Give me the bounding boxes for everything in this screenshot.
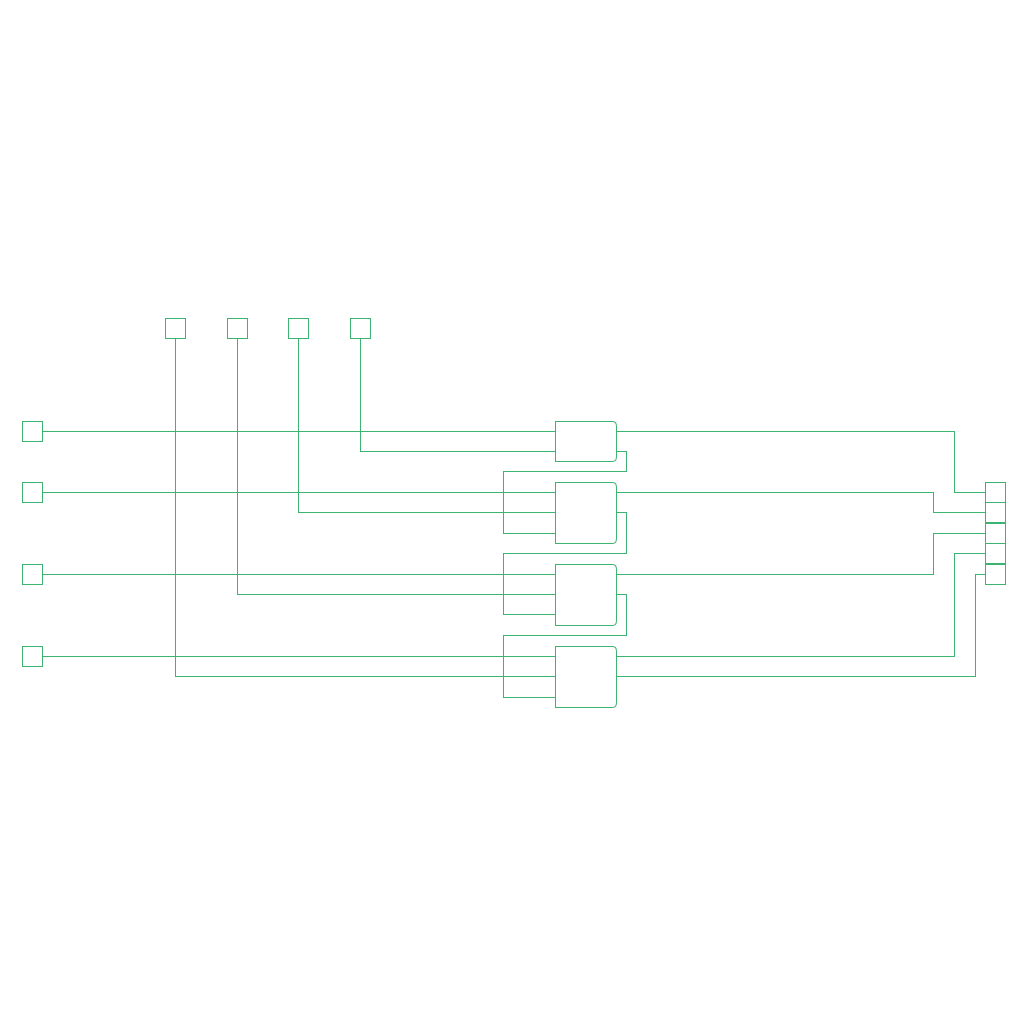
- logic-gate: [555, 482, 617, 544]
- wire: [175, 338, 556, 677]
- output-wire: [616, 431, 986, 493]
- top-input-terminal: [165, 318, 186, 339]
- logic-gate: [555, 564, 617, 626]
- output-wire: [616, 553, 986, 657]
- wire: [237, 338, 556, 595]
- carry-wire: [503, 512, 627, 615]
- output-wire: [616, 492, 986, 513]
- output-pin: [985, 482, 1006, 503]
- output-wire: [616, 533, 986, 575]
- left-input-terminal: [22, 421, 43, 442]
- left-input-terminal: [22, 646, 43, 667]
- logic-gate: [555, 421, 617, 462]
- output-pin: [985, 564, 1006, 585]
- output-pin: [985, 543, 1006, 564]
- wire: [360, 338, 556, 452]
- top-input-terminal: [288, 318, 309, 339]
- carry-wire: [503, 594, 627, 698]
- output-pin: [985, 523, 1006, 544]
- output-pin: [985, 502, 1006, 523]
- left-input-terminal: [22, 564, 43, 585]
- output-wire: [616, 574, 986, 677]
- logic-gate: [555, 646, 617, 708]
- carry-wire: [503, 451, 627, 534]
- top-input-terminal: [350, 318, 371, 339]
- top-input-terminal: [227, 318, 248, 339]
- left-input-terminal: [22, 482, 43, 503]
- wire: [298, 338, 556, 513]
